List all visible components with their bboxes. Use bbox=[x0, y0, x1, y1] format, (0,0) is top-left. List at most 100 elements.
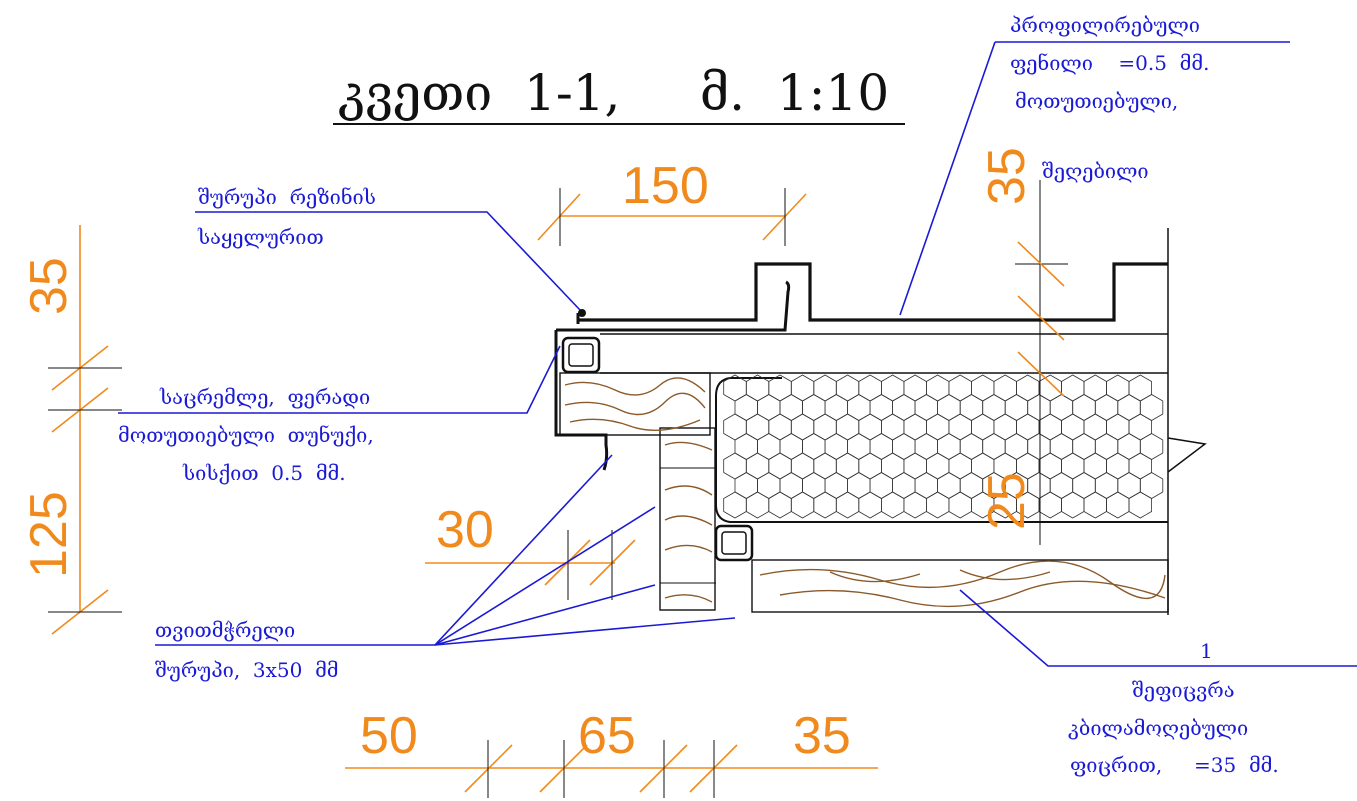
insulation-cell bbox=[858, 413, 882, 441]
insulation-cell bbox=[779, 472, 803, 499]
insulation-cell bbox=[1094, 433, 1119, 460]
insulation-cell bbox=[779, 433, 803, 460]
svg-text:მოთუთიებული,: მოთუთიებული, bbox=[1015, 89, 1178, 113]
insulation-cell bbox=[1072, 472, 1096, 499]
insulation-cell bbox=[948, 374, 972, 402]
insulation-cell bbox=[914, 472, 938, 499]
insulation-cell bbox=[1083, 452, 1107, 480]
insulation-cell bbox=[1038, 374, 1062, 402]
note-board-layer: 1 შეფიცვრა კბილამოღებული ფიცრით, =35 მმ. bbox=[1068, 639, 1279, 777]
insulation-cell bbox=[757, 433, 781, 460]
insulation-pattern bbox=[723, 374, 1164, 519]
svg-text:სისქით 0.5 მმ.: სისქით 0.5 მმ. bbox=[182, 461, 346, 485]
insulation-cell bbox=[858, 452, 882, 480]
insulation-cell bbox=[790, 491, 815, 519]
insulation-cell bbox=[813, 374, 837, 402]
insulation-cell bbox=[813, 491, 837, 519]
insulation-cell bbox=[1061, 452, 1085, 480]
insulation-cell bbox=[982, 433, 1006, 460]
svg-text:საცრემლე, ფერადი: საცრემლე, ფერადი bbox=[159, 385, 370, 409]
insulation-cell bbox=[790, 374, 815, 402]
insulation-cell bbox=[1049, 394, 1074, 421]
insulation-cell bbox=[926, 452, 950, 480]
insulation-cell bbox=[1139, 433, 1164, 460]
insulation-cell bbox=[881, 452, 905, 480]
insulation-cell bbox=[1106, 452, 1130, 480]
insulation-cell bbox=[802, 433, 826, 460]
insulation-cell bbox=[1083, 413, 1107, 441]
insulation-cell bbox=[1004, 433, 1029, 460]
insulation-cell bbox=[1038, 491, 1062, 519]
insulation-cell bbox=[1083, 491, 1107, 519]
insulation-cell bbox=[881, 374, 905, 402]
insulation-cell bbox=[1139, 394, 1164, 421]
note-rubber-screw: შურუპი რეზინის საყელურით bbox=[197, 185, 376, 249]
insulation-cell bbox=[881, 491, 905, 519]
svg-text:მოთუთიებული თუნუქი,: მოთუთიებული თუნუქი, bbox=[118, 423, 374, 447]
insulation-cell bbox=[847, 472, 871, 499]
insulation-cell bbox=[813, 413, 837, 441]
insulation-cell bbox=[1027, 394, 1051, 421]
insulation-cell bbox=[869, 433, 893, 460]
profiled-roof-sheet bbox=[578, 262, 1168, 322]
insulation-cell bbox=[892, 472, 916, 499]
svg-text:კბილამოღებული: კბილამოღებული bbox=[1068, 716, 1248, 740]
insulation-cell bbox=[1128, 374, 1152, 402]
insulation-cell bbox=[768, 452, 792, 480]
dim-25: 25 bbox=[978, 472, 1036, 530]
insulation-cell bbox=[937, 394, 961, 421]
insulation-cell bbox=[959, 433, 984, 460]
svg-text:ფიცრით, =35 მმ.: ფიცრით, =35 მმ. bbox=[1070, 753, 1279, 777]
square-tube-bottom bbox=[714, 524, 754, 562]
insulation-cell bbox=[1094, 394, 1119, 421]
insulation-cell bbox=[926, 374, 950, 402]
insulation-cell bbox=[813, 452, 837, 480]
square-tube-top bbox=[561, 336, 601, 374]
dim-35-bottom: 35 bbox=[793, 707, 851, 765]
svg-text:შეღებილი: შეღებილი bbox=[1042, 159, 1149, 183]
insulation-cell bbox=[1106, 491, 1130, 519]
leader-lines bbox=[118, 41, 1357, 667]
insulation-cell bbox=[1049, 472, 1074, 499]
insulation-cell bbox=[948, 413, 972, 441]
insulation-cell bbox=[948, 491, 972, 519]
svg-text:შურუპი რეზინის: შურუპი რეზინის bbox=[198, 185, 376, 209]
wood-grain bbox=[564, 377, 1166, 608]
insulation-cell bbox=[881, 413, 905, 441]
insulation-cell bbox=[1139, 472, 1164, 499]
insulation-cell bbox=[824, 394, 848, 421]
insulation-cell bbox=[959, 394, 984, 421]
timber-fascia-upper bbox=[559, 372, 711, 436]
dim-35-left: 35 bbox=[20, 257, 78, 315]
insulation-cell bbox=[937, 472, 961, 499]
insulation-cell bbox=[1094, 472, 1119, 499]
insulation-cell bbox=[892, 394, 916, 421]
svg-text:პროფილირებული: პროფილირებული bbox=[1010, 13, 1200, 37]
insulation-cell bbox=[971, 374, 995, 402]
drip-flashing bbox=[554, 330, 609, 471]
insulation-cell bbox=[926, 491, 950, 519]
insulation-cell bbox=[734, 394, 758, 421]
insulation-cell bbox=[869, 394, 893, 421]
insulation-cell bbox=[1083, 374, 1107, 402]
insulation-outline bbox=[715, 377, 1168, 523]
dimension-lines bbox=[48, 188, 1065, 798]
note-self-tapping-screw: თვითმჭრელი შურუპი, 3x50 მმ bbox=[155, 618, 339, 682]
timber-board-bottom bbox=[751, 559, 1169, 613]
insulation-cell bbox=[1038, 452, 1062, 480]
sheet-fold bbox=[556, 280, 791, 332]
insulation-cell bbox=[745, 413, 770, 441]
insulation-cell bbox=[869, 472, 893, 499]
insulation-cell bbox=[1016, 374, 1040, 402]
insulation-cell bbox=[858, 491, 882, 519]
insulation-cell bbox=[1027, 433, 1051, 460]
insulation-cell bbox=[835, 491, 860, 519]
svg-text:შეფიცვრა: შეფიცვრა bbox=[1132, 678, 1235, 702]
insulation-cell bbox=[971, 413, 995, 441]
insulation-cell bbox=[993, 413, 1017, 441]
insulation-cell bbox=[1106, 413, 1130, 441]
insulation-cell bbox=[1117, 433, 1141, 460]
insulation-cell bbox=[1061, 374, 1085, 402]
insulation-cell bbox=[982, 394, 1006, 421]
